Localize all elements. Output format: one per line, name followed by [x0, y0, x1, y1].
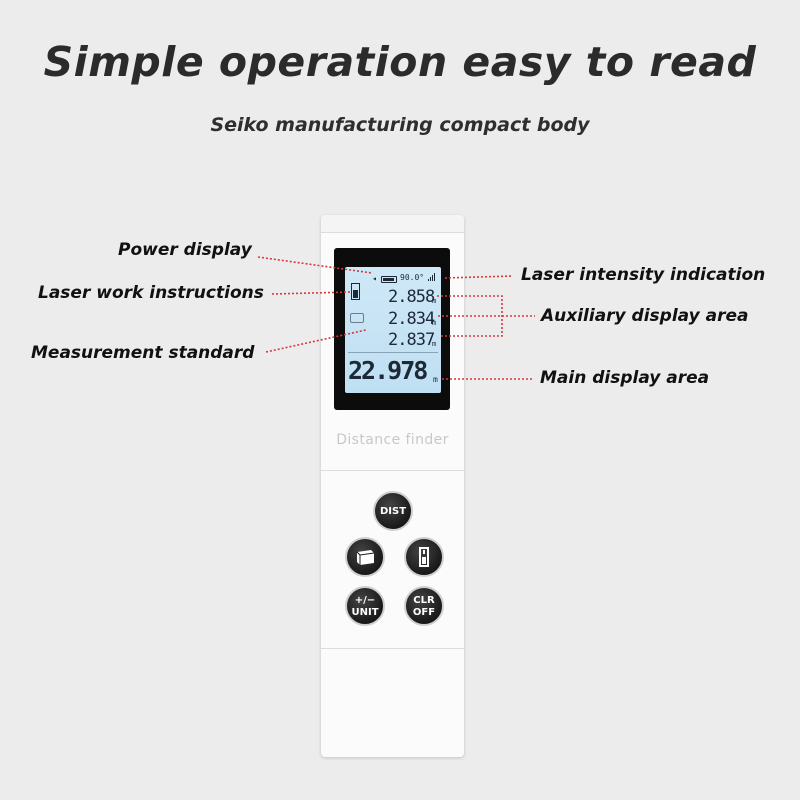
aux-reading-1: 2.858 [388, 287, 435, 307]
unit-button-bottom-label: UNIT [351, 607, 379, 618]
leader-laser-work [271, 291, 353, 295]
leader-intensity [444, 275, 513, 279]
unit-button-top-label: +/− [354, 595, 376, 606]
dist-button-label: DIST [379, 506, 407, 517]
aux-reading-2: 2.834 [388, 309, 435, 329]
aux-reading-3: 2.837 [388, 330, 435, 350]
callout-laser-intensity: Laser intensity indication [521, 265, 766, 285]
callout-measurement-standard: Measurement standard [31, 343, 255, 363]
reference-button[interactable] [404, 537, 444, 577]
clear-button-bottom-label: OFF [412, 607, 436, 618]
callout-main-area: Main display area [540, 368, 710, 388]
callout-auxiliary-area: Auxiliary display area [541, 306, 749, 326]
main-reading: 22.978 [348, 356, 428, 385]
lcd-display [345, 267, 441, 393]
device-seam-top [321, 232, 464, 233]
signal-icon [428, 273, 437, 281]
brand-label: Distance finder [336, 432, 449, 448]
area-mode-icon [350, 313, 364, 323]
aux-unit-3: m [432, 340, 437, 348]
clear-off-button[interactable]: CLR OFF [404, 586, 444, 626]
area-button[interactable] [345, 537, 385, 577]
dist-button[interactable]: DIST [373, 491, 413, 531]
page-subtitle: Seiko manufacturing compact body [210, 114, 590, 136]
unit-button[interactable]: +/− UNIT [345, 586, 385, 626]
page-title: Simple operation easy to read [43, 38, 757, 86]
lcd-divider [348, 352, 438, 353]
laser-indicator-icon: ◂ [372, 274, 377, 283]
leader-power [257, 256, 373, 274]
reference-icon [419, 547, 429, 567]
leader-measurement [265, 329, 367, 353]
battery-icon [381, 276, 397, 283]
clear-button-top-label: CLR [413, 595, 435, 606]
device-seam-bottom [321, 648, 464, 649]
reference-bar-icon [351, 283, 360, 300]
callout-power-display: Power display [118, 240, 252, 260]
main-unit: m [433, 375, 438, 384]
aux-unit-1: m [432, 297, 437, 305]
callout-laser-work: Laser work instructions [38, 283, 264, 303]
angle-readout: 90.0° [400, 273, 425, 282]
area-icon [356, 550, 375, 565]
battery-fill [383, 278, 394, 281]
device-top-cap [321, 215, 464, 232]
reference-bar-fill [353, 290, 358, 298]
aux-unit-2: m [432, 319, 437, 327]
device-seam-mid [321, 470, 464, 471]
